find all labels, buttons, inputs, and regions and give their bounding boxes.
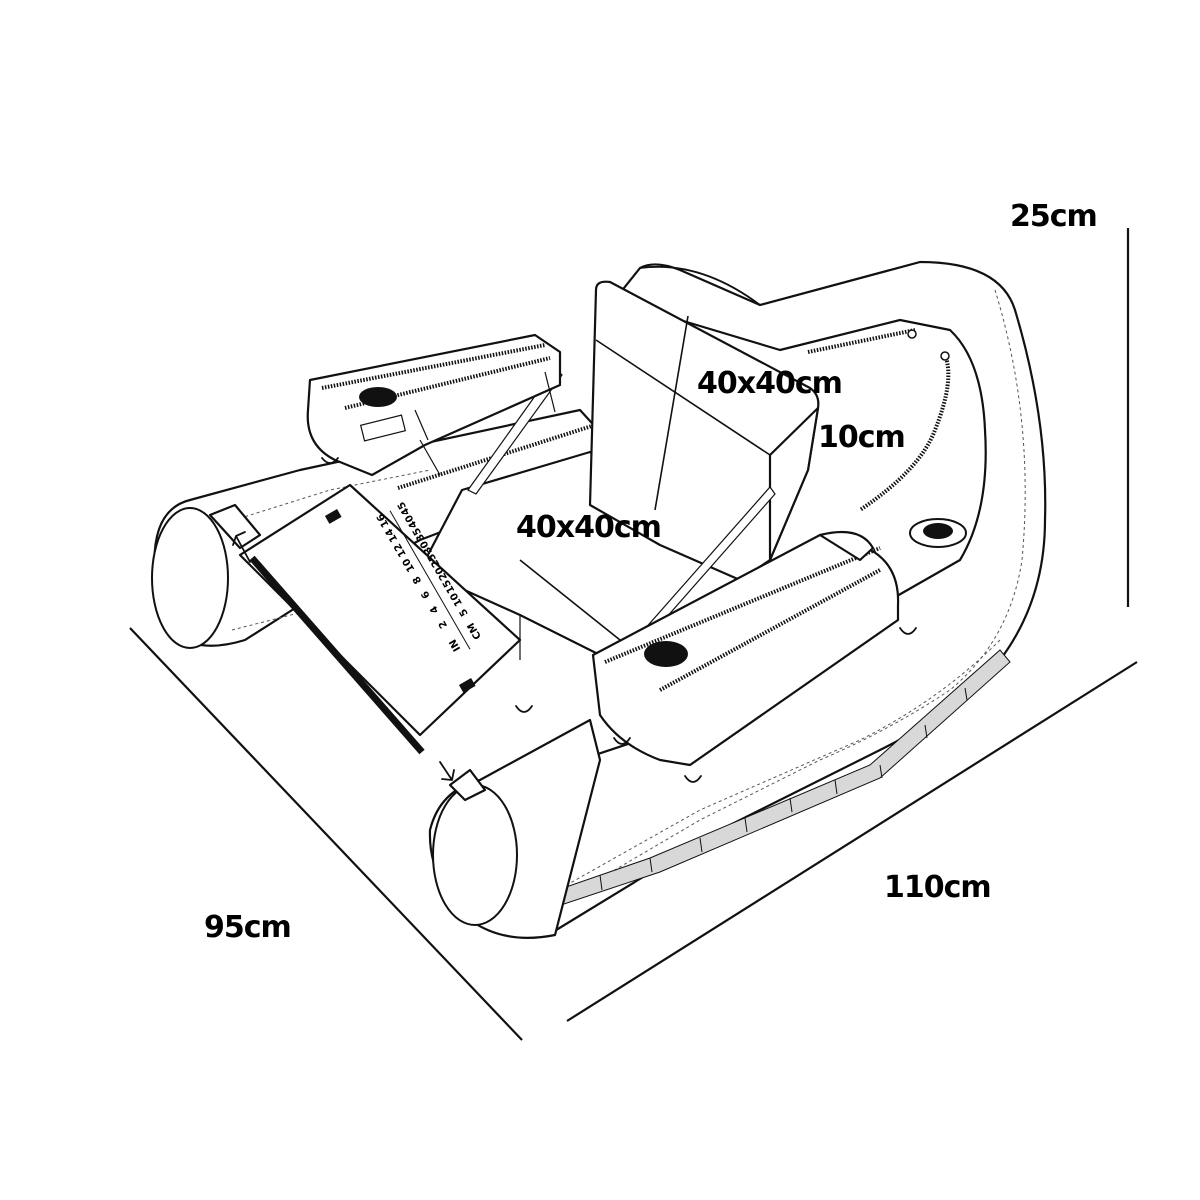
d-ring-icon xyxy=(684,775,702,783)
apron-anchor-right xyxy=(448,768,487,802)
seat-thickness-label: 10cm xyxy=(818,420,905,455)
right-tube-inner-seam xyxy=(539,639,1001,901)
backrest-vertical-guide xyxy=(654,315,689,511)
right-storage-pocket xyxy=(591,533,900,767)
dimension-lines xyxy=(129,228,1138,1041)
width-dimension-line xyxy=(129,627,523,1041)
left-pocket-cup-icon xyxy=(359,387,397,407)
backrest-side xyxy=(768,406,820,562)
d-ring-icon xyxy=(899,627,917,635)
ruler-cm-tick-label: 5 xyxy=(458,606,471,618)
backrest-dimension-label: 40x40cm xyxy=(697,366,842,401)
length-dimension-label: 110cm xyxy=(884,870,991,905)
d-ring-icon xyxy=(613,737,631,745)
zipper-pull-icon xyxy=(940,351,950,361)
ruler-inch-tick-label: 4 xyxy=(428,604,441,616)
height-dimension-label: 25cm xyxy=(1010,199,1097,234)
right-pocket-cup-icon xyxy=(644,641,688,667)
cup-holder-inner-icon xyxy=(923,523,953,539)
apron-anchor-left xyxy=(208,503,262,550)
d-ring-icon xyxy=(515,705,533,713)
chafe-strip-segments xyxy=(599,687,968,891)
apron-arrow-icon xyxy=(232,531,251,563)
seat-dimension-label: 40x40cm xyxy=(516,510,661,545)
apron-clip-icon xyxy=(324,509,342,524)
length-dimension-line xyxy=(566,661,1138,1022)
back-tube-zipper xyxy=(807,328,951,512)
ruler-inch-tick-label: 2 xyxy=(437,618,450,630)
apron-arrow-icon xyxy=(439,761,455,781)
seat-strap-left xyxy=(467,367,563,495)
float-tube xyxy=(151,260,1047,939)
back-tube-top-rim xyxy=(639,261,921,306)
d-ring-icon xyxy=(321,457,339,464)
zipper-pull-icon xyxy=(907,329,917,339)
apron-rod xyxy=(249,555,425,755)
ruler-inch-tick-label: 6 xyxy=(420,589,433,601)
left-pocket-label xyxy=(359,414,407,442)
left-pocket-buckle-icon xyxy=(414,371,556,476)
left-pocket-zipper xyxy=(321,343,551,410)
apron-clip-icon xyxy=(458,678,476,693)
apron-panel xyxy=(238,483,522,737)
left-pontoon-end-cap xyxy=(151,507,229,649)
right-pontoon-end-cap xyxy=(432,784,518,926)
seat-diagonal-guide xyxy=(519,559,621,641)
ruler-inch-unit: IN xyxy=(448,637,464,653)
ruler-inch-tick-label: 8 xyxy=(411,574,424,586)
right-pocket-flap xyxy=(818,530,875,562)
right-tube-seam xyxy=(554,289,1026,906)
backrest-horizontal-guide xyxy=(595,339,771,456)
ruler-axis xyxy=(389,510,471,650)
width-dimension-label: 95cm xyxy=(204,910,291,945)
chafe-strip xyxy=(542,649,1011,911)
